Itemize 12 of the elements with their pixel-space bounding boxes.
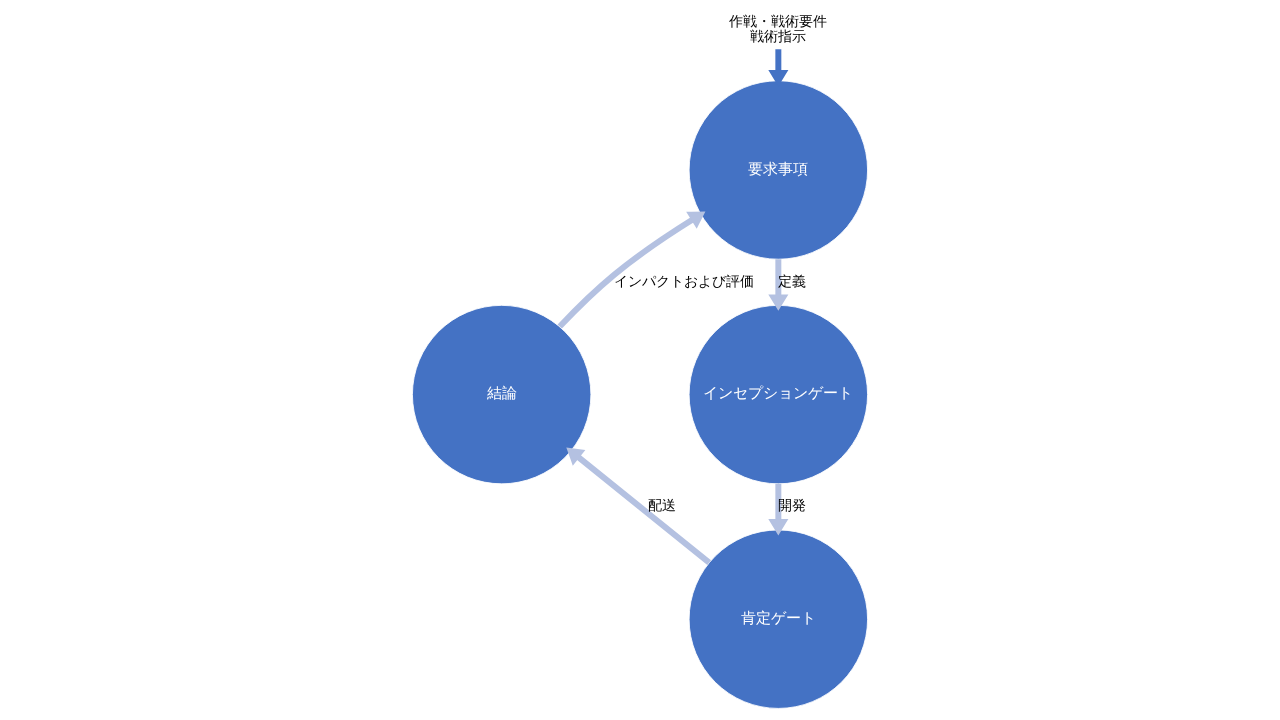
node-text: 作戦・戦術要件 戦術指示 bbox=[729, 12, 828, 45]
arrow bbox=[557, 211, 706, 329]
arrow bbox=[768, 483, 789, 536]
node-circle: 結論 bbox=[412, 304, 592, 485]
arrow bbox=[768, 259, 789, 311]
edge-label: 開発 bbox=[778, 497, 807, 514]
edge-label: 定義 bbox=[778, 272, 807, 289]
edge-label: インパクトおよび評価 bbox=[614, 272, 755, 289]
edge-label: 配送 bbox=[648, 497, 677, 514]
arrow bbox=[566, 447, 712, 565]
node-circle: インセプションゲート bbox=[688, 304, 868, 485]
node-circle: 肯定ゲート bbox=[688, 529, 868, 709]
